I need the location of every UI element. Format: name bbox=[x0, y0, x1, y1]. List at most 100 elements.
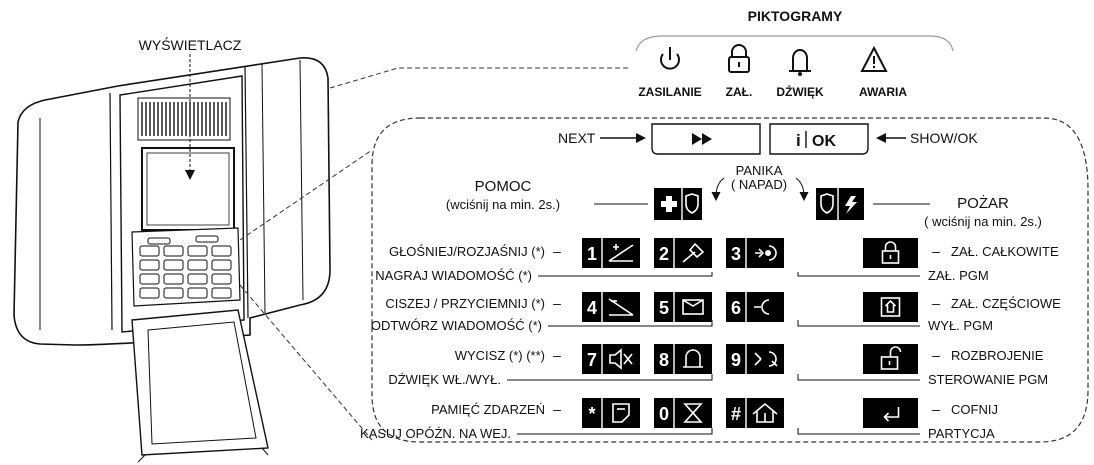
device-mini-key bbox=[163, 245, 184, 257]
key-1[interactable]: 1 bbox=[582, 238, 640, 268]
key-body bbox=[726, 344, 784, 374]
back-button[interactable] bbox=[863, 398, 918, 428]
pictogram-label-zasilanie: ZASILANIE bbox=[638, 85, 701, 99]
right-leader-line bbox=[797, 428, 920, 435]
right-label-6: STEROWANIE PGM bbox=[928, 372, 1048, 387]
key-body bbox=[582, 344, 640, 374]
left-label-1: GŁOŚNIEJ/ROZJAŚNIJ (*) bbox=[389, 244, 545, 259]
row-labels: GŁOŚNIEJ/ROZJAŚNIJ (*)–NAGRAJ WIADOMOŚĆ … bbox=[360, 243, 1061, 441]
bell-icon bbox=[789, 49, 811, 76]
device-mini-key bbox=[139, 273, 160, 285]
key-body bbox=[863, 292, 918, 322]
next-label: NEXT bbox=[558, 130, 596, 146]
show-ok-arrow bbox=[876, 133, 906, 143]
keypad-panel-outline bbox=[371, 117, 1089, 443]
right-leader-line bbox=[797, 272, 920, 277]
arm-full-lock-icon bbox=[881, 241, 900, 264]
event-log-icon bbox=[612, 403, 630, 423]
key-2[interactable]: 2 bbox=[654, 238, 712, 268]
key-number: 2 bbox=[659, 244, 669, 264]
key-number: 7 bbox=[587, 350, 597, 370]
panic-title: PANIKA bbox=[736, 163, 783, 178]
bell-icon bbox=[683, 349, 703, 368]
key-body bbox=[582, 292, 640, 322]
panic-arrows bbox=[711, 177, 809, 202]
pictograms-brace bbox=[635, 35, 954, 52]
arm-partial-button[interactable] bbox=[863, 292, 918, 322]
key-4[interactable]: 4 bbox=[582, 292, 640, 322]
right-dash: – bbox=[932, 243, 940, 259]
pgm-off-icon bbox=[754, 299, 770, 315]
key-number: 1 bbox=[587, 244, 597, 264]
key-5[interactable]: 5 bbox=[654, 292, 712, 322]
next-arrow bbox=[600, 133, 646, 143]
left-leader-line bbox=[507, 374, 713, 381]
shield-icon bbox=[820, 193, 834, 214]
fire-button[interactable] bbox=[816, 188, 864, 220]
hourglass-icon bbox=[683, 403, 703, 423]
right-label-2: ZAŁ. PGM bbox=[928, 268, 989, 283]
right-label-3: ZAŁ. CZĘŚCIOWE bbox=[951, 296, 1061, 311]
padlock-icon bbox=[728, 44, 750, 73]
key-body bbox=[654, 398, 712, 428]
shield-icon bbox=[685, 193, 699, 214]
key-number: 6 bbox=[731, 298, 741, 318]
device-mini-key bbox=[211, 287, 232, 299]
device-mini-key bbox=[139, 245, 160, 257]
function-keys bbox=[863, 238, 918, 428]
next-button[interactable] bbox=[651, 123, 761, 155]
arm-full-button[interactable] bbox=[863, 238, 918, 268]
disarm-open-lock-icon bbox=[880, 346, 902, 370]
key-number: 4 bbox=[587, 298, 597, 318]
device-mini-key bbox=[187, 259, 208, 271]
right-leader-line bbox=[797, 374, 920, 381]
pictogram-label-zal: ZAŁ. bbox=[726, 85, 753, 99]
key-body bbox=[582, 238, 640, 268]
partition-house-icon bbox=[752, 402, 778, 423]
left-leader-line bbox=[538, 272, 713, 277]
device-mini-key bbox=[211, 259, 232, 271]
arm-home-icon bbox=[880, 297, 901, 317]
left-dash: – bbox=[553, 295, 561, 311]
ok-button[interactable]: i OK bbox=[769, 123, 869, 155]
left-dash: – bbox=[553, 347, 561, 363]
device-mini-key bbox=[187, 273, 208, 285]
info-icon: i bbox=[796, 131, 801, 150]
pgm-toggle-icon bbox=[754, 351, 778, 367]
brightness-up-icon bbox=[608, 244, 634, 262]
key-number: 9 bbox=[731, 350, 741, 370]
left-leader-line bbox=[517, 428, 713, 435]
device-mini-key bbox=[211, 273, 232, 285]
callout-lines bbox=[239, 67, 628, 441]
key-0[interactable]: 0 bbox=[654, 398, 712, 428]
device-mini-keys bbox=[139, 235, 232, 299]
left-label-8: KASUJ OPÓŹN. NA WEJ. bbox=[360, 426, 511, 441]
pictogram-label-dzwiek: DŹWIĘK bbox=[776, 84, 824, 99]
key-number: 0 bbox=[659, 404, 669, 424]
key-3[interactable]: 3 bbox=[726, 238, 784, 268]
key-star[interactable]: * bbox=[582, 398, 640, 428]
key-6[interactable]: 6 bbox=[726, 292, 784, 322]
key-hash[interactable]: # bbox=[726, 398, 784, 428]
back-arrow-icon bbox=[883, 407, 900, 422]
device-mini-key bbox=[163, 287, 184, 299]
key-9[interactable]: 9 bbox=[726, 344, 784, 374]
microphone-icon bbox=[682, 242, 705, 263]
brightness-down-icon bbox=[608, 298, 634, 316]
fire-note: ( wciśnij na min. 2s.) bbox=[924, 214, 1042, 229]
device-mini-key bbox=[187, 245, 208, 257]
help-button[interactable] bbox=[654, 188, 702, 220]
device-mini-key bbox=[195, 235, 219, 243]
key-body bbox=[582, 398, 640, 428]
flame-icon bbox=[845, 196, 857, 214]
key-number: 5 bbox=[659, 298, 669, 318]
key-7[interactable]: 7 bbox=[582, 344, 640, 374]
warning-triangle-icon bbox=[860, 45, 888, 72]
key-8[interactable]: 8 bbox=[654, 344, 712, 374]
device-mini-key bbox=[187, 287, 208, 299]
disarm-button[interactable] bbox=[863, 344, 918, 374]
left-label-4: ODTWÓRZ WIADOMOŚĆ (*) bbox=[371, 318, 542, 333]
fire-title: POŻAR bbox=[957, 194, 1009, 212]
